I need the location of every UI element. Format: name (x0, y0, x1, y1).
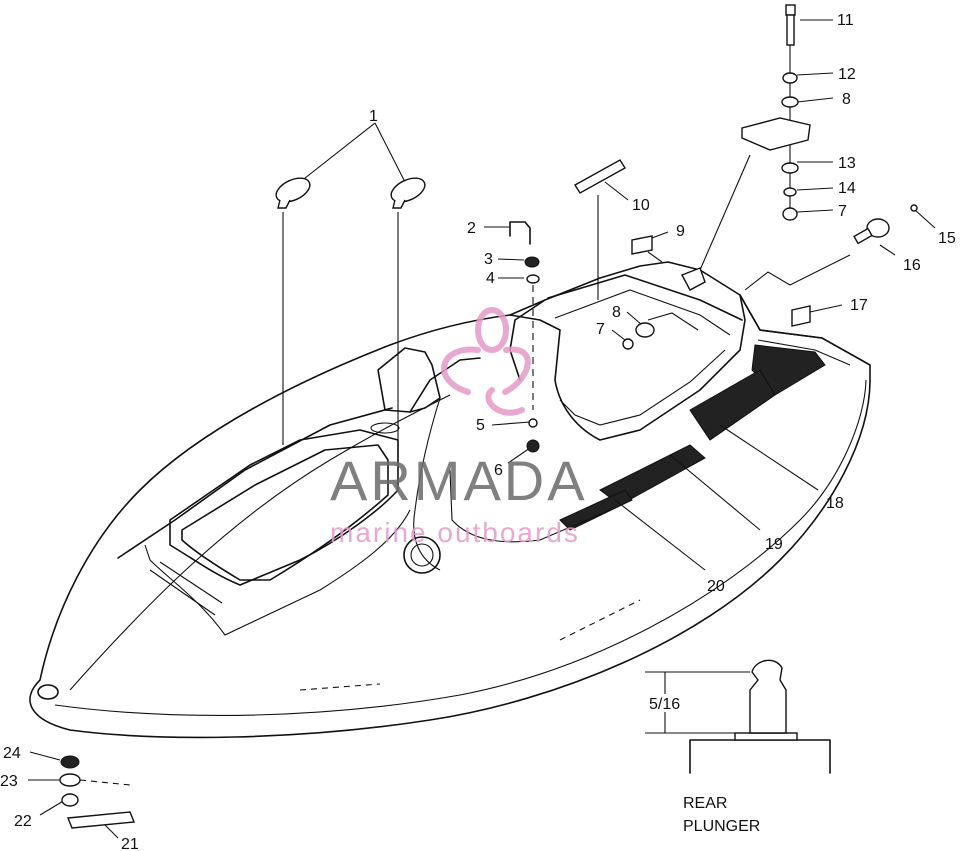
washer-12-icon (782, 72, 798, 84)
dimension-label: 5/16 (649, 696, 680, 713)
callout-24: 24 (3, 745, 21, 762)
nut-24-icon (60, 755, 80, 769)
callout-23: 23 (0, 773, 18, 790)
callout-14: 14 (838, 180, 856, 197)
callout-15: 15 (938, 230, 956, 247)
callout-13: 13 (838, 155, 856, 172)
pin-icon (509, 221, 531, 245)
callout-numbers: 1 2 3 4 5 6 7 7 8 8 9 10 11 12 13 14 15 … (0, 12, 956, 851)
callout-16: 16 (903, 257, 921, 274)
screw-icon (910, 204, 918, 212)
strip-icon (574, 159, 626, 194)
callout-22: 22 (14, 813, 32, 830)
callout-17: 17 (850, 297, 868, 314)
watermark-tagline: marine outboards (330, 517, 580, 548)
inset-caption-line1: REAR (683, 795, 727, 812)
cap-left-icon (275, 177, 311, 209)
fitting-icon (528, 418, 538, 428)
nut-icon (524, 256, 540, 268)
washer-large-icon (635, 322, 655, 338)
callout-5: 5 (476, 417, 485, 434)
grommet-icon (526, 439, 540, 453)
decal-icon (631, 235, 653, 255)
callout-8-middle: 8 (612, 304, 621, 321)
washer-23-icon (59, 773, 81, 787)
callout-7-middle: 7 (596, 321, 605, 338)
plunger-knob-icon (853, 218, 890, 245)
callout-21: 21 (121, 836, 139, 851)
latch-icon (681, 267, 706, 291)
washer-icon (526, 274, 540, 284)
decal-17-icon (791, 305, 811, 327)
bolt-icon (785, 4, 796, 46)
callout-18: 18 (826, 495, 844, 512)
cap-right-icon (390, 177, 426, 209)
plate-21-icon (67, 811, 135, 829)
watermark: ARMADA marine outboards (330, 307, 588, 548)
nut-7-icon (782, 207, 798, 221)
callout-4: 4 (486, 270, 495, 287)
callout-2: 2 (467, 220, 476, 237)
watermark-brand: ARMADA (330, 449, 588, 512)
inset-caption-line2: PLUNGER (683, 818, 760, 835)
callout-7-right: 7 (838, 203, 847, 220)
callout-19: 19 (765, 536, 783, 553)
callout-11: 11 (837, 12, 854, 29)
callout-6: 6 (494, 462, 503, 479)
callout-3: 3 (484, 251, 493, 268)
hull-body (29, 261, 871, 739)
callout-8-right: 8 (842, 91, 851, 108)
washer-13-icon (781, 162, 799, 174)
washer-22-icon (61, 793, 79, 807)
callout-9: 9 (676, 223, 685, 240)
leader-lines (28, 19, 936, 839)
callout-1: 1 (369, 108, 378, 125)
anchor-logo-icon (441, 307, 531, 416)
washer-14-icon (783, 187, 797, 197)
callout-10: 10 (632, 197, 650, 214)
washer-8-icon (781, 96, 799, 108)
callout-12: 12 (838, 66, 856, 83)
nut-small-icon (622, 338, 634, 350)
bracket-icon (741, 117, 811, 151)
hardware-parts (59, 4, 918, 829)
callout-20: 20 (707, 578, 725, 595)
rear-plunger-inset: 5/16 REAR PLUNGER (645, 659, 831, 835)
